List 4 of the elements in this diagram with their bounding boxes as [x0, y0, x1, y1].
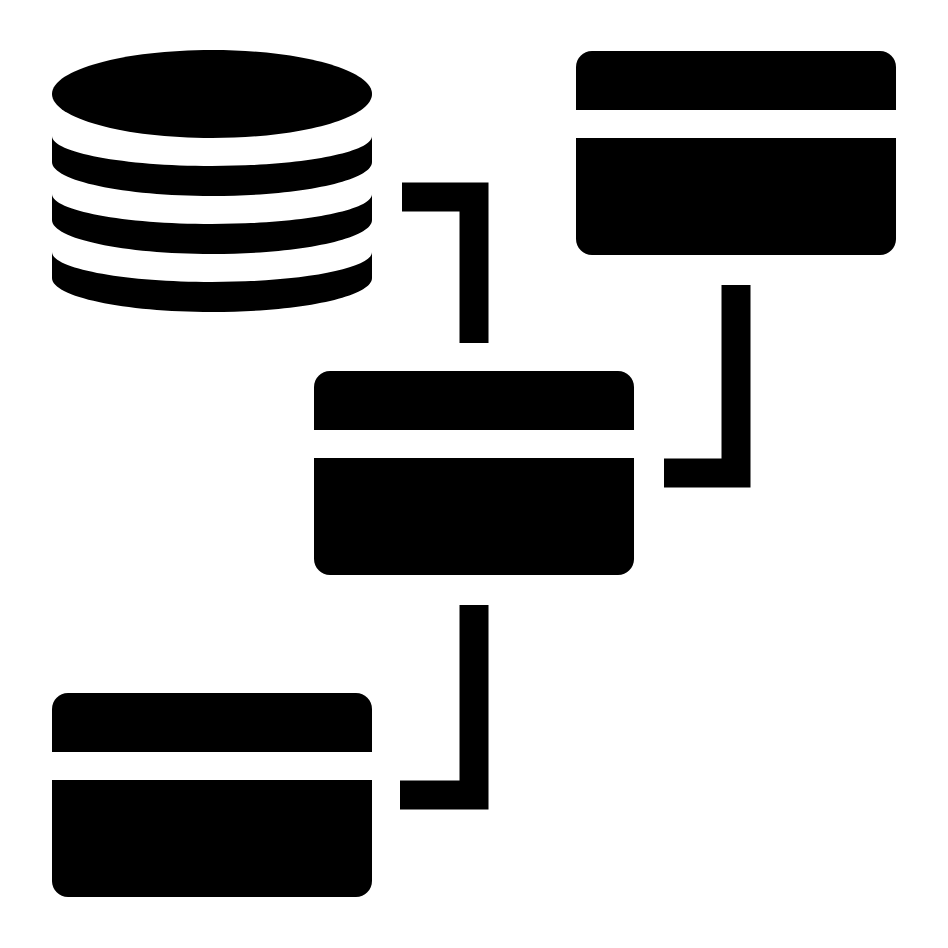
database-cylinder	[52, 50, 372, 312]
card-box	[576, 51, 896, 255]
card-box	[314, 371, 634, 575]
card-box	[52, 693, 372, 897]
